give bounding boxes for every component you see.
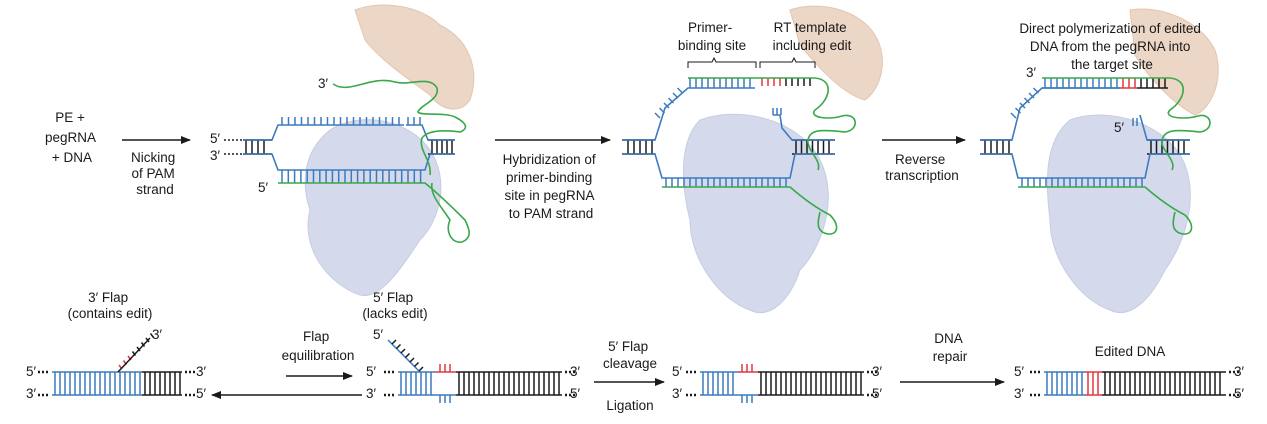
right-top-end: 3′ [872,364,883,379]
end-3-label: 3′ [1026,65,1037,80]
left-top-end: 5′ [366,364,377,379]
unpaired-base [1019,102,1026,109]
unpaired-base [1028,92,1035,99]
start-label: PE + pegRNA + DNA [45,110,99,165]
left-top-end: 5′ [672,364,683,379]
base-pair [147,342,175,344]
base-pair [129,360,157,362]
unpaired-base [1032,87,1040,94]
base-pair [125,365,153,367]
flap-base [404,352,411,359]
right-bottom-end: 5′ [196,386,207,401]
base-pair [138,351,166,353]
polymerization-label: Direct polymerization of edited DNA from… [1019,21,1204,72]
flap-base [418,366,424,372]
right-bottom-end: 5′ [570,386,581,401]
left-bottom-end: 3′ [672,386,683,401]
right-top-end: 3′ [570,364,581,379]
left-top-end: 5′ [26,364,37,379]
nicking-label: Nicking of PAM strand [131,150,179,197]
pbs-label: Primer- binding site [678,20,746,53]
panel-hybridization: Primer- binding site RT template includi… [622,20,856,235]
equilibration-label: Flap equilibration [282,329,355,363]
protein-structure-3 [1046,8,1219,314]
brace-pbs-rt [687,56,816,68]
unpaired-base [676,87,684,94]
panel-5-flap: 5′ Flap (lacks edit) 5′ 5′ 3′ 3′ 5′ [362,290,581,403]
pegrna-3-end-label: 3′ [318,76,329,91]
flap-base [413,361,420,368]
right-bottom-end: 5′ [872,386,883,401]
unpaired-base [667,97,675,104]
protein-structure-2 [683,5,883,314]
panel-heteroduplex: 5′ 3′ 3′ 5′ [672,364,883,403]
flap-strand [117,337,151,373]
end-5-lower-label: 5′ [258,180,269,195]
flap-base [400,348,406,354]
flap-strand [387,339,421,373]
flap-base [149,333,155,338]
right-top-end: 3′ [196,364,207,379]
end-5-label: 5′ [210,131,221,146]
flap-end-label: 5′ [373,327,384,342]
unpaired-base [672,92,679,99]
panel-nicked-dna: 5′ 3′ 5′ 3′ [210,76,470,243]
unpaired-base [654,112,661,119]
rt-template-label: RT template including edit [773,20,852,53]
panel-3-flap: 3′ Flap (contains edit) 3′ 5′ 3′ 3′ 5′ [26,290,207,401]
hybridization-label: Hybridization of primer-binding site in … [503,152,600,221]
left-bottom-end: 3′ [1014,386,1025,401]
base-pair [143,347,171,349]
unpaired-base [663,102,670,109]
protein-structure-1 [304,4,475,296]
flap-base [395,343,402,350]
flap-base [136,346,141,352]
base-pair [120,369,148,371]
unpaired-base [1010,112,1017,119]
end-5-label: 5′ [1114,120,1125,135]
flap-end-label: 3′ [152,327,163,342]
right-top-end: 3′ [1234,364,1245,379]
cleavage-label: 5′ Flap cleavage [603,339,657,371]
panel-edited-dna: Edited DNA 5′ 3′ 3′ 5′ [1014,344,1245,401]
unpaired-base [1014,107,1022,114]
repair-label: DNA repair [933,331,968,364]
base-pair [134,356,162,358]
flap5-title: 5′ Flap (lacks edit) [362,290,427,321]
panel-reverse-transcription: Direct polymerization of edited DNA from… [980,21,1211,235]
reverse-transcription-label: Reverse transcription [885,152,959,183]
left-top-end: 5′ [1014,364,1025,379]
flap-base [409,357,415,363]
left-bottom-end: 3′ [26,386,37,401]
ligation-label: Ligation [606,398,653,413]
flap-base [391,339,397,345]
flap3-title: 3′ Flap (contains edit) [68,290,153,321]
right-bottom-end: 5′ [1234,386,1245,401]
end-3-label: 3′ [210,148,221,163]
unpaired-base [1023,97,1031,104]
edited-dna-title: Edited DNA [1095,344,1166,359]
unpaired-base [658,107,666,114]
left-bottom-end: 3′ [366,386,377,401]
